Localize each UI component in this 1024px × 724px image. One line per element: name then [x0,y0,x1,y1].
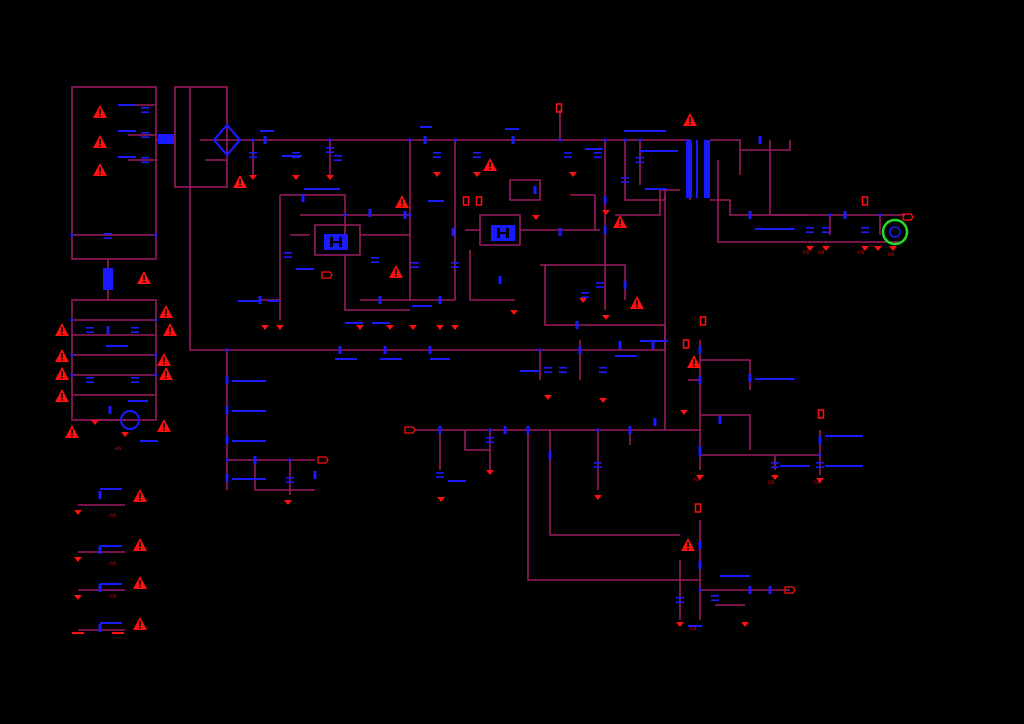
bridge-rectifier [212,123,242,157]
supply-markers [317,103,914,594]
component-labels [100,104,863,627]
ground-tag: F/S [690,626,697,631]
bridge-frame [174,86,228,188]
ground-tag: F/S [110,594,117,599]
junction-dots [70,138,882,592]
capacitors [86,107,869,603]
transformer [686,140,710,198]
output-connector-highlight [881,218,909,246]
ground-tag: F/S [803,250,810,255]
pfc-controller-ic [491,225,515,241]
input-filter-frame [71,86,157,260]
ground-tag: F/S [888,252,895,257]
line-filter-choke [103,134,174,290]
ground-tag: F/S [110,513,117,518]
ground-tag: F/S [814,480,821,485]
ground-tag: F/S [768,480,775,485]
ground-tag: F/S [818,250,825,255]
ground-tag: F/S [858,250,865,255]
ground-tags: F/S F/S F/S F/S F/S F/S F/S F/S F/S F/S … [110,250,895,631]
wire-layer [71,86,905,631]
ground-tag: F/S [115,446,122,451]
pwm-controller-ic [324,234,348,250]
resistors [98,136,847,632]
component-layer [70,107,909,632]
ground-tag: F/S [110,561,117,566]
transistor [120,410,140,430]
ground-tag: F/S [694,477,701,482]
